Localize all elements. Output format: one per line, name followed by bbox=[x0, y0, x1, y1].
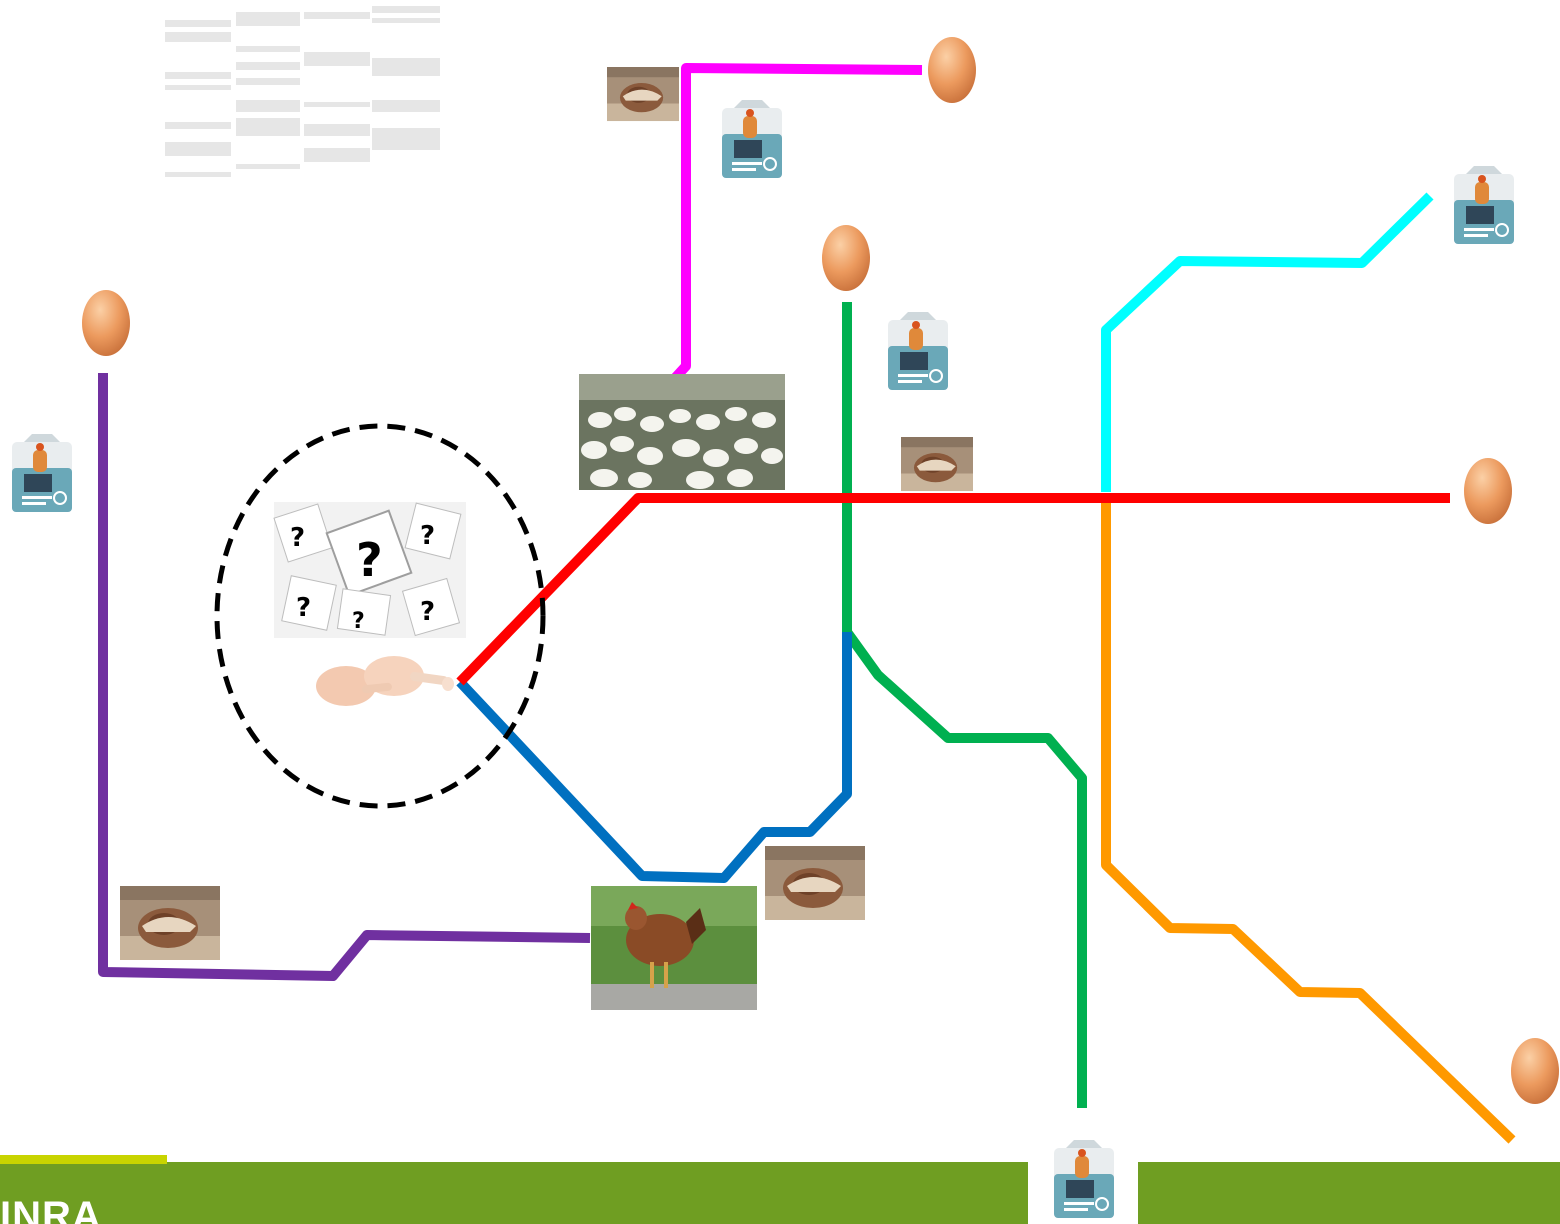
chicken-legs-image bbox=[316, 656, 454, 706]
line-blue bbox=[460, 632, 847, 878]
egg-icon bbox=[1511, 1038, 1559, 1104]
hatching-chick-image bbox=[765, 846, 865, 920]
svg-text:?: ? bbox=[420, 521, 435, 551]
poultry-barn-image bbox=[579, 374, 785, 490]
svg-text:?: ? bbox=[296, 593, 311, 623]
feed-bag-icon bbox=[888, 312, 948, 390]
footer-logo: INRA bbox=[0, 1196, 120, 1224]
svg-text:?: ? bbox=[290, 523, 305, 553]
line-red bbox=[460, 498, 1450, 682]
line-orange bbox=[1106, 498, 1512, 1140]
hatching-chick-image bbox=[120, 886, 220, 960]
hatching-chick-image bbox=[901, 437, 973, 491]
line-magenta bbox=[675, 68, 922, 378]
feed-bag-icon bbox=[1054, 1140, 1114, 1218]
svg-text:?: ? bbox=[352, 609, 365, 634]
line-green bbox=[847, 302, 1082, 1108]
line-cyan bbox=[1106, 196, 1430, 492]
question-marks-image: ? ? ? ? ? ? bbox=[274, 502, 466, 638]
feed-bag-icon bbox=[722, 100, 782, 178]
footer-accent-bar bbox=[0, 1155, 167, 1164]
hatching-chick-image bbox=[607, 67, 679, 121]
egg-icon bbox=[82, 290, 130, 356]
footer-bar-right bbox=[1138, 1162, 1560, 1224]
feed-bag-icon bbox=[12, 434, 72, 512]
hen-image bbox=[591, 886, 757, 1010]
egg-icon bbox=[822, 225, 870, 291]
footer-bar-left bbox=[0, 1162, 1028, 1224]
egg-icon bbox=[1464, 458, 1512, 524]
feed-bag-icon bbox=[1454, 166, 1514, 244]
egg-icon bbox=[928, 37, 976, 103]
svg-text:?: ? bbox=[420, 597, 435, 627]
svg-text:?: ? bbox=[356, 533, 383, 587]
faded-table-remnant bbox=[165, 6, 440, 177]
